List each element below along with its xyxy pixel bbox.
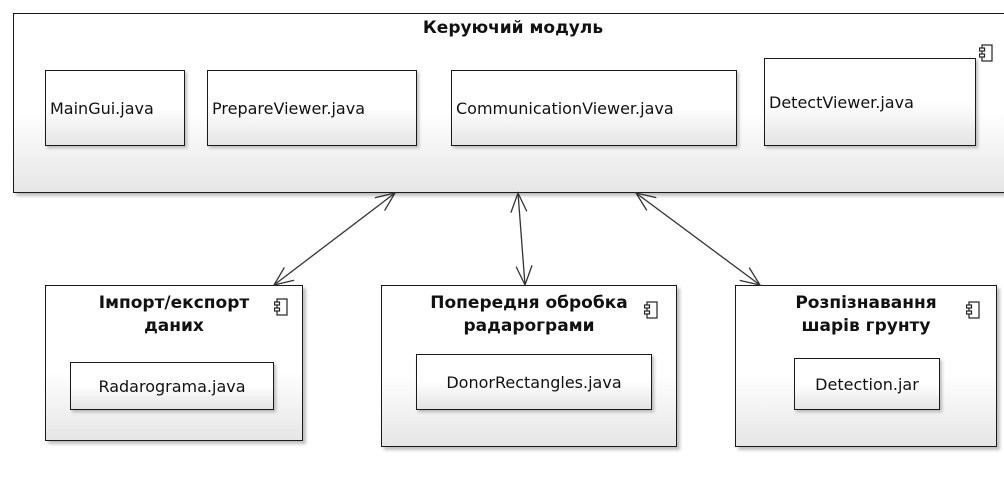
prepare-viewer-component: PrepareViewer.java (207, 70, 417, 146)
preprocessing-title-line2: радарограми (463, 316, 595, 336)
arrow-control-preprocessing (517, 192, 526, 286)
arrowhead-up-1 (374, 192, 397, 211)
arrowhead-down-3 (739, 267, 762, 286)
donor-rectangles-component: DonorRectangles.java (416, 354, 652, 410)
arrow-control-import (273, 192, 396, 286)
import-export-title-line1: Імпорт/експорт (98, 293, 250, 313)
arrowhead-down-2 (515, 265, 533, 287)
recognition-title-line1: Розпізнавання (795, 293, 937, 313)
component-icon (274, 298, 288, 316)
arrowhead-up-3 (634, 192, 657, 211)
recognition-title-line2: шарів грунту (801, 316, 931, 336)
component-icon (979, 44, 993, 62)
communication-viewer-component: CommunicationViewer.java (451, 70, 737, 146)
detection-jar-component: Detection.jar (794, 358, 940, 410)
import-export-title-line2: даних (144, 316, 204, 336)
arrowhead-up-2 (510, 191, 528, 213)
arrow-control-recognition (635, 192, 761, 286)
detect-viewer-component: DetectViewer.java (764, 58, 976, 146)
main-gui-component: MainGui.java (45, 70, 185, 146)
radarograma-component: Radarograma.java (70, 362, 274, 410)
component-icon (644, 301, 658, 319)
preprocessing-title-line1: Попередня обробка (430, 293, 628, 313)
control-module-title: Керуючий модуль (422, 18, 604, 38)
arrowhead-down-1 (272, 267, 295, 286)
component-icon (966, 301, 980, 319)
